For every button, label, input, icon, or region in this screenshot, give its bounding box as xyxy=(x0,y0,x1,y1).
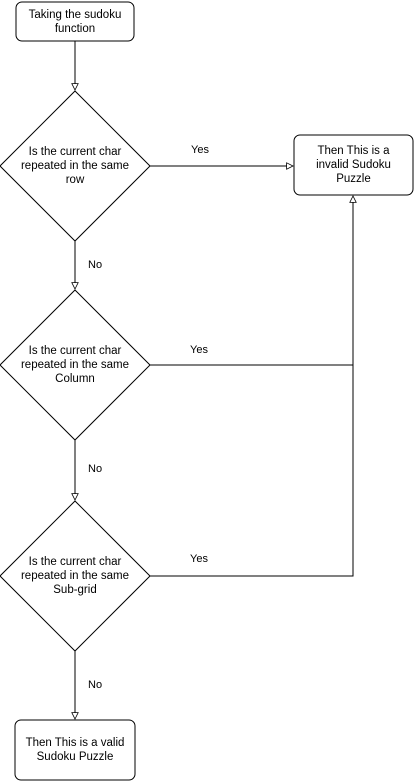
invalid-box-text: Then This is a invalid Sudoku Puzzle xyxy=(316,145,391,185)
subgrid-no-label: No xyxy=(88,679,103,691)
start-box-text: Taking the sudoku function xyxy=(28,8,122,35)
row-yes-label: Yes xyxy=(191,144,209,156)
subgrid-yes-label: Yes xyxy=(190,553,208,565)
valid-box xyxy=(14,719,136,781)
edge-subgrid-yes xyxy=(150,196,353,577)
column-no-label: No xyxy=(88,463,103,475)
subgrid-decision-text: Is the current char repeated in the same… xyxy=(20,556,130,596)
row-no-label: No xyxy=(88,259,103,271)
column-yes-label: Yes xyxy=(190,344,208,356)
row-decision-text: Is the current char repeated in the same… xyxy=(20,146,130,186)
column-decision-text: Is the current char repeated in the same… xyxy=(20,345,130,385)
invalid-box xyxy=(293,134,414,196)
valid-box-text: Then This is a valid Sudoku Puzzle xyxy=(25,737,125,763)
